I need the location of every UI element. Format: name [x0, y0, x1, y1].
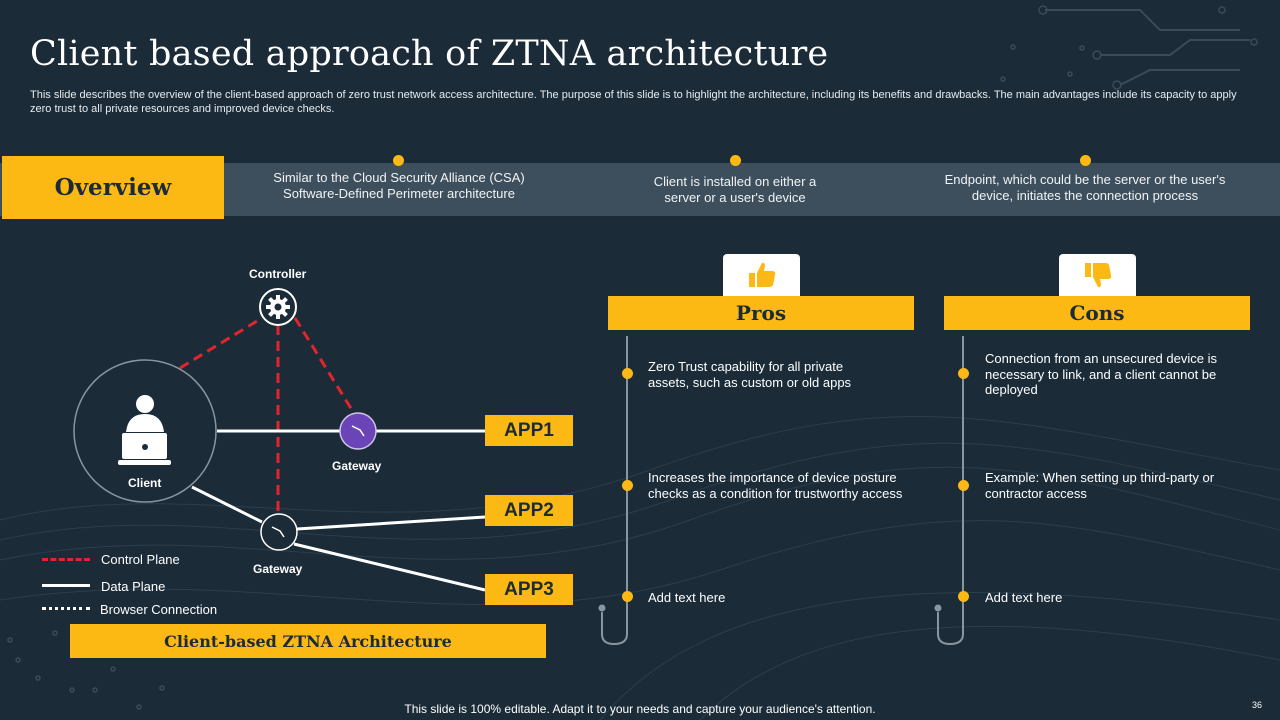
app3-box: APP3: [485, 574, 573, 605]
thumbs-down-icon: [1084, 263, 1111, 288]
legend-data-plane-line: [42, 584, 90, 587]
app1-box: APP1: [485, 415, 573, 446]
slide-description: This slide describes the overview of the…: [30, 89, 1237, 115]
gateway-top-label: Gateway: [332, 459, 382, 473]
slide-title: Client based approach of ZTNA architectu…: [30, 34, 829, 74]
footer-note: This slide is 100% editable. Adapt it to…: [404, 702, 876, 716]
thumbs-up-icon: [748, 262, 775, 287]
legend-browser-line: [42, 607, 90, 610]
cons-item-2: Example: When setting up third-party or …: [985, 470, 1215, 501]
client-label: Client: [128, 476, 162, 490]
gateway-top-glyph: [351, 425, 365, 437]
diagram-caption: Client-based ZTNA Architecture: [70, 624, 546, 658]
user-laptop-icon: [118, 395, 171, 465]
control-line-client: [179, 316, 263, 370]
cons-timeline-hook: [934, 604, 964, 646]
pros-dot-2: [622, 480, 633, 491]
pros-item-2: Increases the importance of device postu…: [648, 470, 903, 501]
gateway-top-circle: [339, 412, 377, 450]
pros-item-1: Zero Trust capability for all private as…: [648, 359, 852, 390]
overview-dot-3: [1080, 155, 1091, 166]
pros-header: Pros: [608, 296, 914, 330]
legend-control-plane-line: [42, 558, 90, 561]
data-line-client-gateway2: [191, 485, 263, 524]
ztna-diagram: [73, 288, 486, 592]
cons-header: Cons: [944, 296, 1250, 330]
data-line-app2: [296, 515, 486, 531]
pros-dot-3: [622, 591, 633, 602]
cons-dot-2: [958, 480, 969, 491]
overview-item-2: Client is installed on either a server o…: [653, 174, 817, 205]
overview-dot-1: [393, 155, 404, 166]
gateway-bottom-glyph: [271, 526, 285, 538]
overview-item-1: Similar to the Cloud Security Alliance (…: [273, 170, 525, 201]
legend-control-plane-label: Control Plane: [101, 552, 180, 567]
gateway-bottom-label: Gateway: [253, 562, 303, 576]
overview-item-3: Endpoint, which could be the server or t…: [944, 172, 1226, 203]
pros-icon-box: [723, 254, 800, 296]
controller-label: Controller: [249, 267, 307, 281]
cons-dot-1: [958, 368, 969, 379]
overview-label: Overview: [2, 156, 224, 219]
gear-icon: [266, 295, 290, 319]
pros-dot-1: [622, 368, 633, 379]
legend-data-plane-label: Data Plane: [101, 579, 166, 594]
page-number: 36: [1251, 700, 1262, 710]
cons-icon-box: [1059, 254, 1136, 296]
pros-item-3: Add text here: [648, 590, 726, 605]
overview-dot-2: [730, 155, 741, 166]
gateway-bottom-circle: [260, 513, 298, 551]
cons-dot-3: [958, 591, 969, 602]
data-line-app3: [293, 542, 486, 592]
cons-item-1: Connection from an unsecured device is n…: [985, 351, 1217, 397]
pros-timeline-hook: [598, 604, 628, 646]
app2-box: APP2: [485, 495, 573, 526]
control-line-gateway-top: [293, 317, 354, 411]
cons-item-3: Add text here: [985, 590, 1063, 605]
legend-browser-label: Browser Connection: [100, 602, 218, 617]
